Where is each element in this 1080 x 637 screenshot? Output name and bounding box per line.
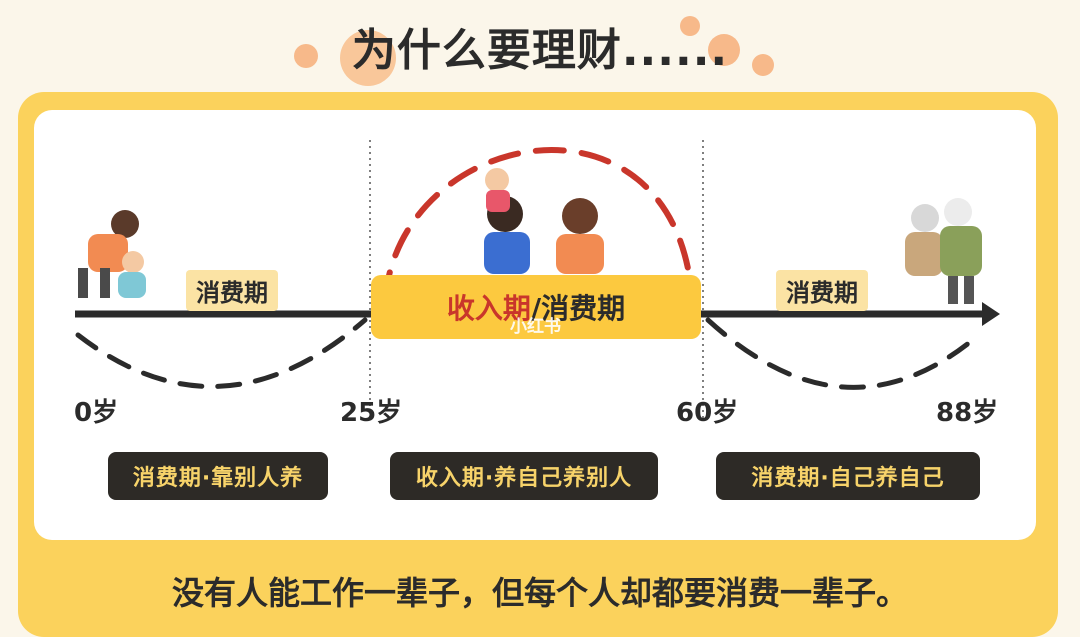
income-period-box: 收入期 /消费期	[371, 275, 701, 339]
decor-dot	[340, 30, 396, 86]
consume-period-left-label: 消费期	[186, 270, 278, 311]
stage-pill: 消费期·靠别人养	[108, 452, 328, 500]
decor-dot	[680, 16, 700, 36]
decor-dot	[294, 44, 318, 68]
decor-dot	[708, 34, 740, 66]
family-illustration	[484, 168, 604, 274]
consume-arc-right	[705, 317, 978, 390]
footer-caption: 没有人能工作一辈子，但每个人却都要消费一辈子。	[171, 574, 908, 612]
age-label: 25岁	[340, 398, 403, 428]
elderly-illustration	[905, 198, 982, 304]
income-arc	[382, 147, 693, 303]
decor-dot	[752, 54, 774, 76]
stage-pill: 消费期·自己养自己	[716, 452, 980, 500]
consume-period-right-label: 消费期	[776, 270, 868, 311]
stage-pill: 收入期·养自己养别人	[390, 452, 658, 500]
child-illustration	[78, 210, 146, 298]
watermark: 小红书	[510, 317, 561, 337]
consume-arc-left	[75, 317, 368, 389]
age-label: 60岁	[676, 398, 739, 428]
income-period-sub: /消费期	[530, 292, 626, 325]
page-title: 为什么要理财......	[351, 25, 729, 76]
age-label: 0岁	[74, 398, 119, 428]
arrow-head-icon	[982, 302, 1000, 326]
income-period-main: 收入期	[446, 292, 531, 325]
age-label: 88岁	[936, 398, 999, 428]
